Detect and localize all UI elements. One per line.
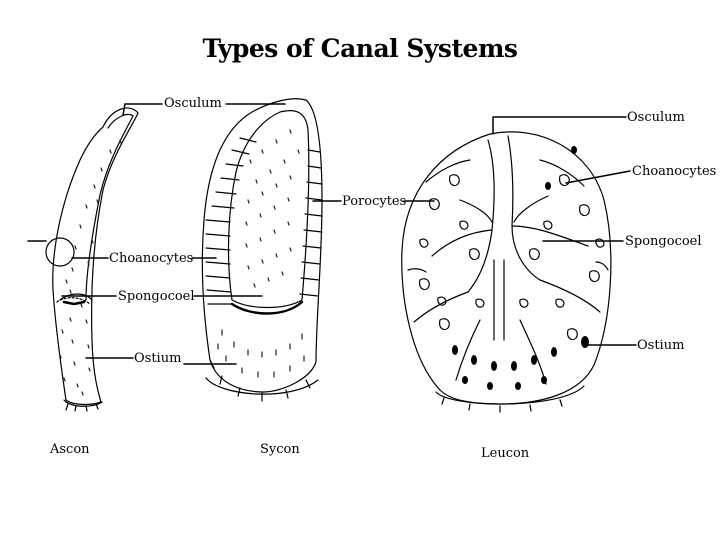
- label-ostium-right: Ostium: [637, 338, 685, 353]
- label-sycon: Sycon: [260, 442, 300, 457]
- label-osculum-left: Osculum: [164, 96, 222, 111]
- sycon-radial-canals-right: [300, 150, 322, 296]
- leucon-outer-wall: [402, 132, 611, 404]
- label-ostium-left: Ostium: [134, 351, 182, 366]
- sycon-drawing: [202, 99, 322, 401]
- sycon-outer-wall: [202, 99, 322, 392]
- label-spongocoel-right: Spongocoel: [625, 234, 702, 249]
- sycon-pores: [246, 130, 299, 287]
- ascon-detail-circle: [46, 238, 74, 266]
- ascon-drawing: [46, 108, 138, 411]
- sycon-ostia: [218, 330, 304, 377]
- leucon-channels: [414, 196, 600, 384]
- label-spongocoel-left: Spongocoel: [118, 289, 195, 304]
- label-leucon: Leucon: [481, 446, 530, 461]
- ascon-base: [64, 400, 102, 406]
- label-ascon: Ascon: [50, 442, 90, 457]
- ascon-inner-wall: [86, 115, 133, 301]
- label-choanocytes-left: Choanocytes: [109, 251, 194, 266]
- label-osculum-right: Osculum: [627, 110, 685, 125]
- leucon-drawing: [402, 132, 611, 412]
- ascon-pores: [60, 140, 121, 395]
- sycon-base: [206, 378, 318, 394]
- leader-lines: [28, 104, 636, 364]
- label-choanocytes-right: Choanocytes: [632, 164, 717, 179]
- sycon-spongocoel: [229, 111, 309, 308]
- leucon-ostia: [452, 146, 589, 390]
- slide-title: Types of Canal Systems: [202, 34, 519, 63]
- ascon-spongocoel-floor: [60, 294, 92, 300]
- leucon-chambers: [420, 175, 604, 340]
- label-porocytes: Porocytes: [342, 194, 407, 209]
- sycon-radial-canals-left: [206, 138, 256, 304]
- leucon-base: [436, 386, 584, 412]
